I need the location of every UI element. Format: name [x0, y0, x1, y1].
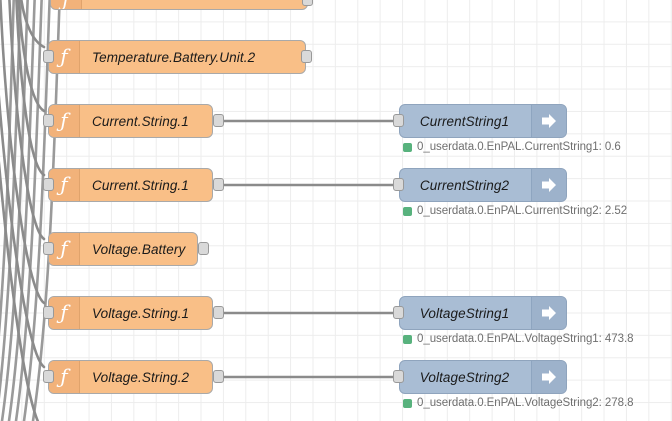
port-output-voltage-string-1[interactable]	[213, 306, 224, 319]
node-partial-top[interactable]: ƒ	[50, 0, 308, 10]
node-label: CurrentString2	[419, 177, 510, 193]
port-input-voltage-string-2[interactable]	[43, 370, 54, 383]
node-label: Voltage.Battery	[92, 241, 186, 257]
port-output-voltage-string-2[interactable]	[213, 370, 224, 383]
node-label: VoltageString2	[419, 369, 510, 385]
port-input-current-string-1-a[interactable]	[43, 114, 54, 127]
port-output-voltage-battery[interactable]	[198, 242, 209, 255]
port-input-current-string-1-b[interactable]	[43, 178, 54, 191]
node-label: Current.String.1	[92, 177, 189, 193]
function-f-icon: ƒ	[49, 41, 80, 73]
port-input-currentstring2[interactable]	[393, 178, 404, 191]
node-label: Current.String.1	[92, 113, 189, 129]
port-input-voltagestring2[interactable]	[393, 370, 404, 383]
node-voltage-string-2[interactable]: ƒ Voltage.String.2	[48, 360, 213, 394]
node-voltagestring2[interactable]: VoltageString2	[399, 360, 567, 394]
node-voltagestring1[interactable]: VoltageString1	[399, 296, 567, 330]
port-input-temperature-battery-unit-2[interactable]	[43, 50, 54, 63]
node-label-wrap: VoltageString2	[400, 370, 531, 385]
node-label-wrap: CurrentString2	[400, 178, 531, 193]
port-input-voltage-string-1[interactable]	[43, 306, 54, 319]
node-label: CurrentString1	[419, 113, 510, 129]
node-label-wrap: Voltage.Battery	[80, 242, 197, 257]
node-label-wrap: Current.String.1	[80, 178, 212, 193]
status-text: 0_userdata.0.EnPAL.VoltageString2: 278.8	[417, 397, 634, 409]
function-f-icon: ƒ	[49, 361, 80, 393]
link-out-arrow-icon	[531, 169, 566, 201]
status-text: 0_userdata.0.EnPAL.CurrentString2: 2.52	[417, 205, 628, 217]
function-f-icon: ƒ	[49, 169, 80, 201]
status-dot-icon	[403, 206, 412, 216]
port-output-current-string-1-a[interactable]	[213, 114, 224, 127]
node-label-wrap: Voltage.String.1	[80, 306, 212, 321]
status-voltagestring2: 0_userdata.0.EnPAL.VoltageString2: 278.8	[403, 397, 634, 409]
port-input-currentstring1[interactable]	[393, 114, 404, 127]
node-label: Voltage.String.2	[92, 369, 190, 385]
status-currentstring2: 0_userdata.0.EnPAL.CurrentString2: 2.52	[403, 205, 627, 217]
port-output-partial-top[interactable]	[302, 0, 313, 6]
node-label: VoltageString1	[419, 305, 510, 321]
node-current-string-1-a[interactable]: ƒ Current.String.1	[48, 104, 213, 138]
link-out-arrow-icon	[531, 105, 566, 137]
node-voltage-string-1[interactable]: ƒ Voltage.String.1	[48, 296, 213, 330]
node-current-string-1-b[interactable]: ƒ Current.String.1	[48, 168, 213, 202]
port-output-current-string-1-b[interactable]	[213, 178, 224, 191]
node-voltage-battery[interactable]: ƒ Voltage.Battery	[48, 232, 198, 266]
function-f-icon: ƒ	[49, 297, 80, 329]
status-currentstring1: 0_userdata.0.EnPAL.CurrentString1: 0.6	[403, 141, 621, 153]
node-currentstring1[interactable]: CurrentString1	[399, 104, 567, 138]
port-input-voltagestring1[interactable]	[393, 306, 404, 319]
port-input-voltage-battery[interactable]	[43, 242, 54, 255]
node-label-wrap: VoltageString1	[400, 306, 531, 321]
node-temperature-battery-unit-2[interactable]: ƒ Temperature.Battery.Unit.2	[48, 40, 306, 74]
port-output-temperature-battery-unit-2[interactable]	[301, 50, 312, 63]
function-f-icon: ƒ	[51, 0, 82, 9]
node-label: Voltage.String.1	[92, 305, 190, 321]
node-currentstring2[interactable]: CurrentString2	[399, 168, 567, 202]
link-out-arrow-icon	[531, 297, 566, 329]
status-voltagestring1: 0_userdata.0.EnPAL.VoltageString1: 473.8	[403, 333, 634, 345]
status-dot-icon	[403, 142, 412, 152]
status-dot-icon	[403, 398, 412, 408]
link-out-arrow-icon	[531, 361, 566, 393]
node-label-wrap: Temperature.Battery.Unit.2	[80, 50, 305, 65]
function-f-icon: ƒ	[49, 233, 80, 265]
node-label-wrap: Voltage.String.2	[80, 370, 212, 385]
node-label-wrap: Current.String.1	[80, 114, 212, 129]
status-text: 0_userdata.0.EnPAL.VoltageString1: 473.8	[417, 333, 634, 345]
function-f-icon: ƒ	[49, 105, 80, 137]
status-dot-icon	[403, 334, 412, 344]
status-text: 0_userdata.0.EnPAL.CurrentString1: 0.6	[417, 141, 621, 153]
node-label: Temperature.Battery.Unit.2	[92, 49, 256, 65]
node-label-wrap: CurrentString1	[400, 114, 531, 129]
